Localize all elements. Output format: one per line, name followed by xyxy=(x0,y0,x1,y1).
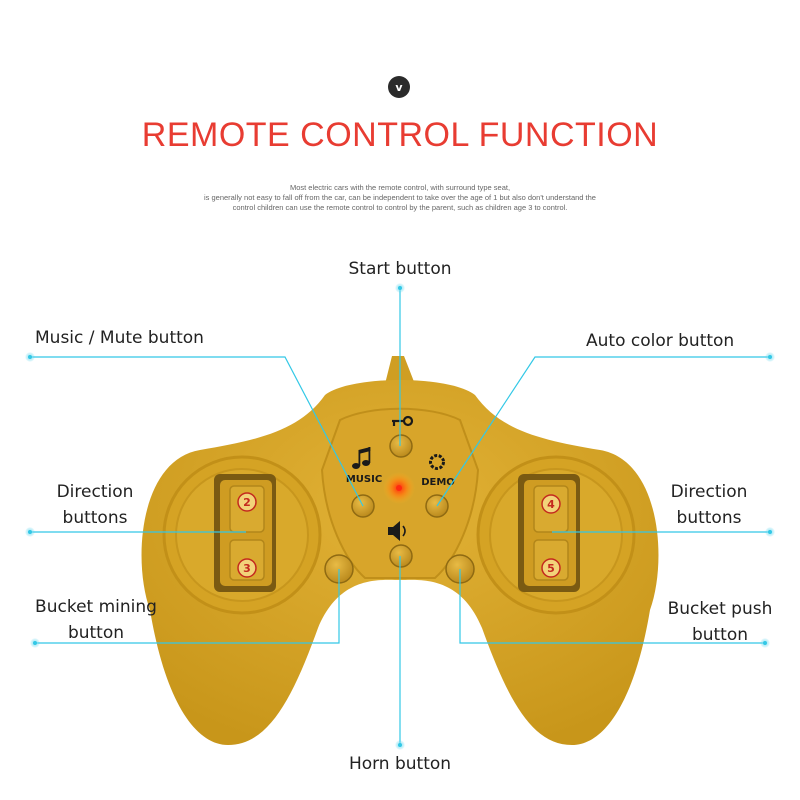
page-title: REMOTE CONTROL FUNCTION xyxy=(141,116,659,154)
label-bucket-mining-line1: Bucket mining xyxy=(35,597,157,617)
description-line: control children can use the remote cont… xyxy=(232,203,568,212)
music-note-icon xyxy=(352,447,371,469)
label-direction-left-line2: buttons xyxy=(62,508,128,528)
key-icon xyxy=(392,415,414,427)
horn-button[interactable] xyxy=(389,544,413,568)
label-bucket-push-button: Bucket push button xyxy=(650,596,790,648)
label-music-mute-button: Music / Mute button xyxy=(35,328,204,348)
demo-marking: DEMO xyxy=(421,477,455,488)
start-button[interactable] xyxy=(389,434,413,458)
left-down-number: 3 xyxy=(243,562,251,575)
leader-endpoints xyxy=(25,283,775,750)
label-bucket-mining-line2: button xyxy=(67,623,125,643)
label-direction-left: Direction buttons xyxy=(40,479,150,531)
label-bucket-push-line1: Bucket push xyxy=(667,599,773,619)
right-up-number: 4 xyxy=(547,498,555,511)
label-horn-button: Horn button xyxy=(348,754,452,774)
label-direction-right-line1: Direction xyxy=(670,482,748,502)
leader-bucket-mining xyxy=(35,569,340,644)
leader-auto-color xyxy=(436,356,770,507)
music-marking: MUSIC xyxy=(346,474,382,485)
left-direction-switch[interactable] xyxy=(214,474,276,592)
description-line: is generally not easy to fall off from t… xyxy=(204,193,596,202)
label-direction-right-line2: buttons xyxy=(676,508,742,528)
speaker-icon xyxy=(388,521,406,541)
label-direction-left-line1: Direction xyxy=(56,482,134,502)
label-bucket-push-line2: button xyxy=(691,625,749,645)
description-line: Most electric cars with the remote contr… xyxy=(289,183,511,192)
right-direction-switch[interactable] xyxy=(518,474,580,592)
leader-music xyxy=(30,356,364,507)
label-bucket-mining-button: Bucket mining button xyxy=(22,594,170,646)
label-auto-color-button: Auto color button xyxy=(586,331,735,351)
leader-bucket-push xyxy=(459,569,765,644)
description: Most electric cars with the remote contr… xyxy=(200,183,600,213)
right-down-number: 5 xyxy=(547,562,555,575)
left-up-number: 2 xyxy=(243,496,251,509)
leader-lines xyxy=(30,288,770,745)
v-badge: v xyxy=(388,76,410,98)
color-cycle-icon xyxy=(429,454,445,470)
label-start-button: Start button xyxy=(348,259,452,279)
label-direction-right: Direction buttons xyxy=(654,479,764,531)
